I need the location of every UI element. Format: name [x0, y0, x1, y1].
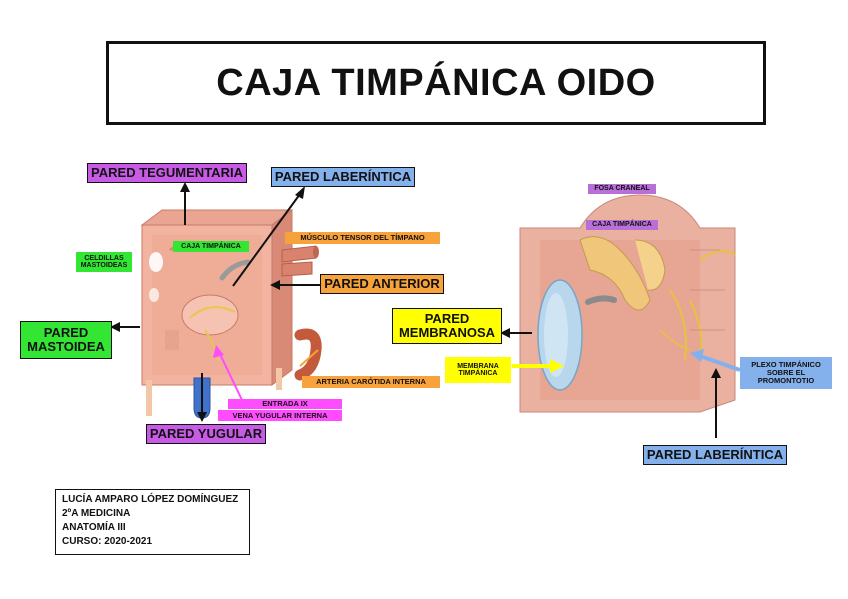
label-entrada-ix: ENTRADA IX: [228, 399, 342, 409]
label-pared-laberintica-right: PARED LABERÍNTICA: [643, 445, 787, 465]
label-celdillas-mastoideas: CELDILLAS MASTOIDEAS: [76, 252, 132, 272]
label-pared-mastoidea: PARED MASTOIDEA: [20, 321, 112, 359]
course-subject: ANATOMÍA III: [62, 522, 126, 533]
label-pared-membranosa: PARED MEMBRANOSA: [392, 308, 502, 344]
label-vena-yugular: VENA YUGULAR INTERNA: [218, 410, 342, 421]
label-musculo-tensor: MÚSCULO TENSOR DEL TÍMPANO: [285, 232, 440, 244]
label-membrana-timpanica: MEMBRANA TIMPÁNICA: [445, 357, 511, 383]
label-pared-tegumentaria: PARED TEGUMENTARIA: [87, 163, 247, 183]
label-caja-timpanica-right: CAJA TIMPÁNICA: [586, 220, 658, 230]
label-plexo-timpanico: PLEXO TIMPÁNICO SOBRE EL PROMONTOTIO: [740, 357, 832, 389]
author-info-box: LUCÍA AMPARO LÓPEZ DOMÍNGUEZ 2ºA MEDICIN…: [55, 489, 250, 555]
label-pared-anterior: PARED ANTERIOR: [320, 274, 444, 294]
label-pared-yugular: PARED YUGULAR: [146, 424, 266, 444]
colored-arrows: [213, 345, 741, 401]
course-year: CURSO: 2020-2021: [62, 536, 153, 547]
author-group: 2ºA MEDICINA: [62, 508, 131, 519]
right-cavity-illustration: [519, 194, 736, 413]
label-caja-timpanica-left: CAJA TIMPÁNICA: [173, 241, 249, 252]
pointer-arrows: [110, 182, 721, 438]
label-pared-laberintica-left: PARED LABERÍNTICA: [271, 167, 415, 187]
title-box: CAJA TIMPÁNICA OIDO: [106, 41, 766, 125]
label-arteria-carotida: ARTERIA CARÓTIDA INTERNA: [302, 376, 440, 388]
label-fosa-craneal: FOSA CRANEAL: [588, 184, 656, 194]
page-title: CAJA TIMPÁNICA OIDO: [216, 61, 656, 104]
author-name: LUCÍA AMPARO LÓPEZ DOMÍNGUEZ: [62, 494, 239, 505]
